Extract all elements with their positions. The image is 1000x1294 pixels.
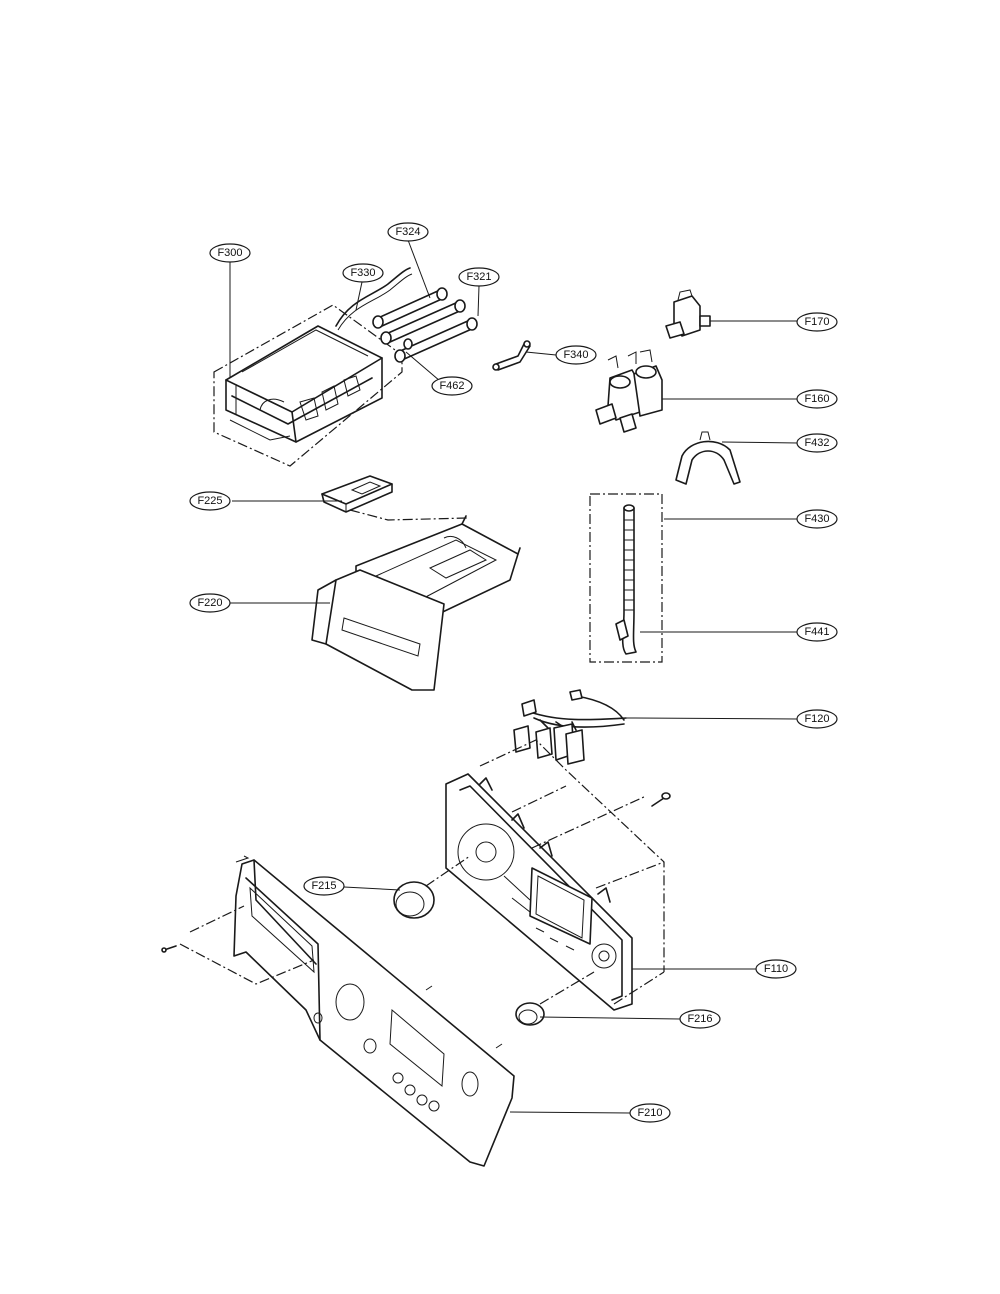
callout-label: F340 bbox=[563, 349, 588, 361]
callout-F215: F215 bbox=[303, 876, 345, 896]
screw-drawing bbox=[651, 792, 671, 807]
callout-label: F300 bbox=[217, 247, 242, 259]
callout-label: F430 bbox=[804, 513, 829, 525]
callout-label: F321 bbox=[466, 271, 491, 283]
hose-set-f324-drawing bbox=[372, 287, 478, 363]
callout-F462: F462 bbox=[431, 376, 473, 396]
callout-label: F216 bbox=[687, 1013, 712, 1025]
callout-F160: F160 bbox=[796, 389, 838, 409]
callout-label: F462 bbox=[439, 380, 464, 392]
callout-F300: F300 bbox=[209, 243, 251, 263]
inlet-valve-f170-drawing bbox=[665, 289, 711, 339]
callout-F430: F430 bbox=[796, 509, 838, 529]
callout-F220: F220 bbox=[189, 593, 231, 613]
callout-F216: F216 bbox=[679, 1009, 721, 1029]
callout-label: F220 bbox=[197, 597, 222, 609]
callout-label: F210 bbox=[637, 1107, 662, 1119]
callout-label: F330 bbox=[350, 267, 375, 279]
control-panel-f210-drawing bbox=[233, 855, 515, 1167]
panel-screw-drawing bbox=[161, 905, 315, 985]
callout-F170: F170 bbox=[796, 312, 838, 332]
inlet-valve-f160-drawing bbox=[595, 349, 663, 433]
callout-F340: F340 bbox=[555, 345, 597, 365]
callout-label: F120 bbox=[804, 713, 829, 725]
callout-label: F170 bbox=[804, 316, 829, 328]
callout-F120: F120 bbox=[796, 709, 838, 729]
dispenser-drawer-f220-drawing bbox=[311, 515, 521, 691]
hose-guide-f432-drawing bbox=[675, 440, 741, 485]
callout-F330: F330 bbox=[342, 263, 384, 283]
dispenser-housing-drawing bbox=[213, 304, 403, 467]
callout-label: F215 bbox=[311, 880, 336, 892]
callout-label: F441 bbox=[804, 626, 829, 638]
callout-label: F160 bbox=[804, 393, 829, 405]
callout-F210: F210 bbox=[629, 1103, 671, 1123]
pcb-projection-lines bbox=[479, 739, 665, 1005]
drain-hose-f430-drawing bbox=[589, 493, 663, 663]
callout-F110: F110 bbox=[755, 959, 797, 979]
callout-label: F324 bbox=[395, 226, 420, 238]
hose-f340-drawing bbox=[492, 340, 531, 371]
wire-harness-f120-drawing bbox=[513, 689, 627, 765]
callout-F225: F225 bbox=[189, 491, 231, 511]
callout-F441: F441 bbox=[796, 622, 838, 642]
knob-cap-f216-drawing bbox=[515, 971, 595, 1026]
hose-f330-drawing bbox=[335, 267, 411, 327]
callout-F432: F432 bbox=[796, 433, 838, 453]
callout-label: F432 bbox=[804, 437, 829, 449]
callout-F324: F324 bbox=[387, 222, 429, 242]
pcb-assembly-f110-drawing bbox=[445, 773, 633, 1011]
callout-F321: F321 bbox=[458, 267, 500, 287]
leader-lines bbox=[229, 239, 799, 1114]
callout-label: F225 bbox=[197, 495, 222, 507]
knob-f215-drawing bbox=[393, 855, 471, 919]
callout-label: F110 bbox=[764, 963, 788, 975]
drawer-cap-f225-drawing bbox=[321, 475, 469, 521]
